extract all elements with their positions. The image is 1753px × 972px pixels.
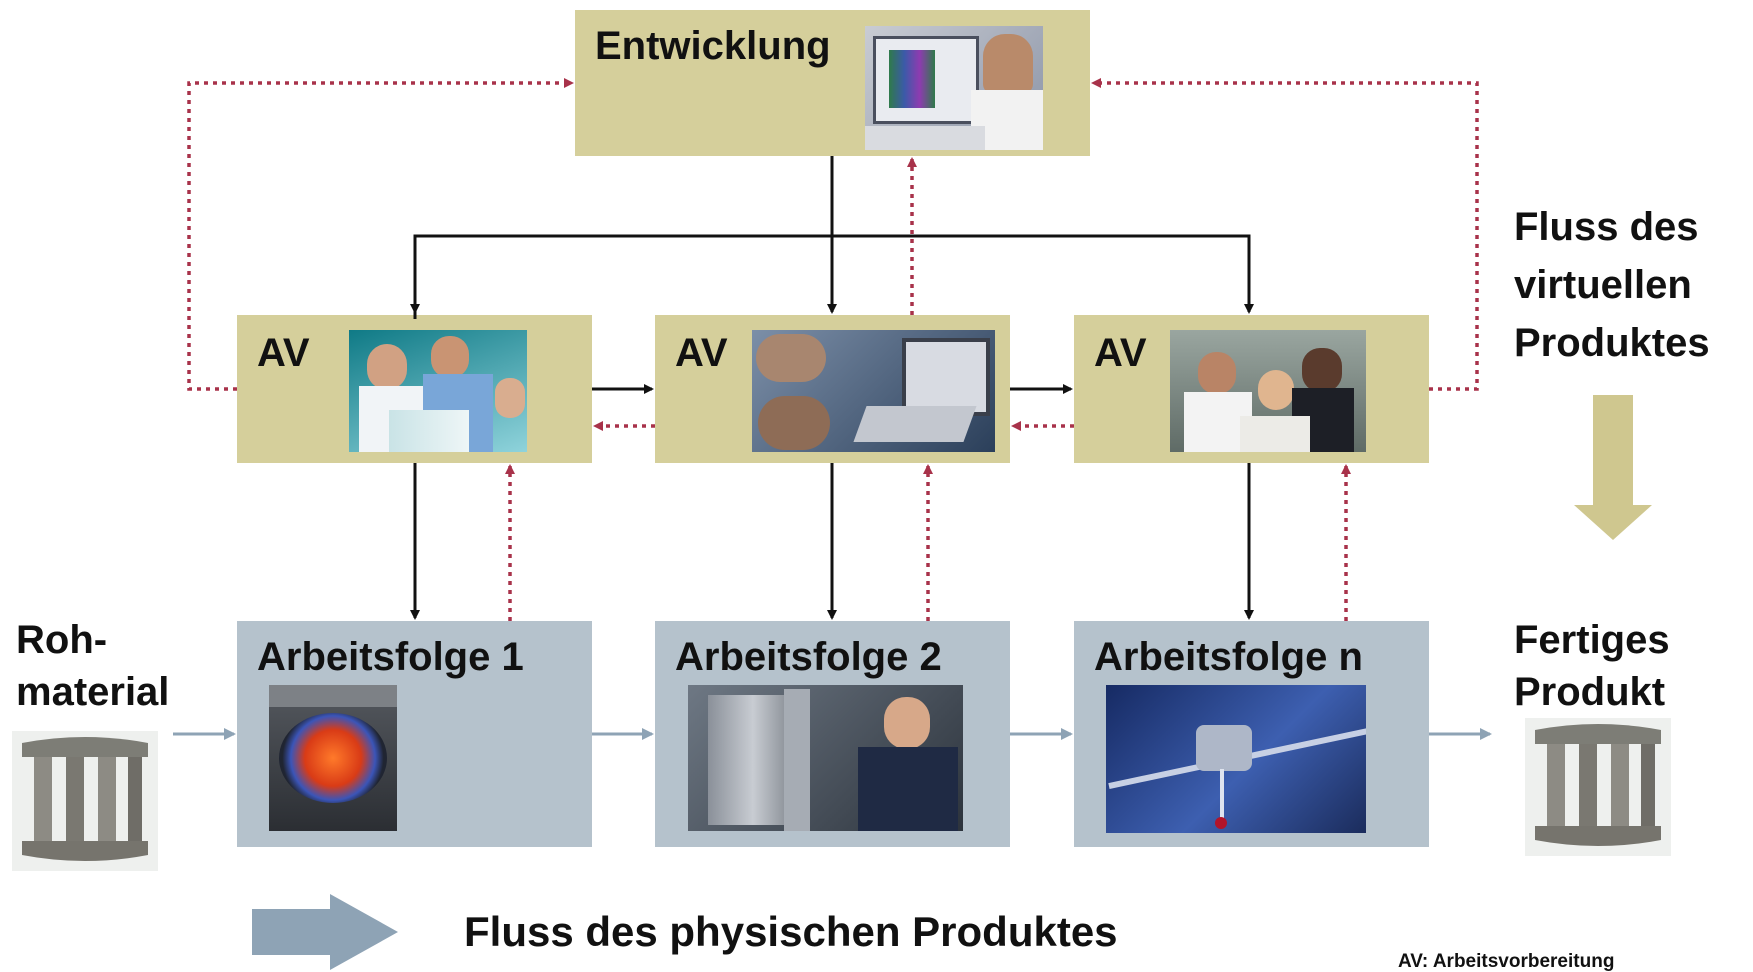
operation-box-3: Arbeitsfolge n <box>1074 621 1429 847</box>
planning-photo-1 <box>349 330 527 452</box>
development-label: Entwicklung <box>595 24 831 68</box>
operation-photo-1 <box>269 685 397 831</box>
planning-photo-3 <box>1170 330 1366 452</box>
footnote: AV: Arbeitsvorbereitung <box>1398 951 1615 972</box>
operation-box-1: Arbeitsfolge 1 <box>237 621 592 847</box>
planning-label-2: AV <box>675 331 728 375</box>
operation-photo-3 <box>1106 685 1366 833</box>
development-photo <box>865 26 1043 150</box>
finished-product-label: Fertiges Produkt <box>1514 618 1670 714</box>
operation-label-2: Arbeitsfolge 2 <box>675 635 942 679</box>
finished-product-part-image <box>1525 718 1671 856</box>
planning-to-operation-arrows <box>410 463 1254 620</box>
raw-material-part-image <box>12 731 158 871</box>
planning-box-1: AV <box>237 315 592 463</box>
planning-box-2: AV <box>655 315 1010 463</box>
operation-box-2: Arbeitsfolge 2 <box>655 621 1010 847</box>
feedback-arrows <box>187 78 1479 621</box>
raw-material-label: Roh- material <box>16 618 170 714</box>
virtual-flow-arrow <box>1574 395 1652 540</box>
development-to-planning-arrows <box>410 156 1254 319</box>
planning-label-1: AV <box>257 331 310 375</box>
physical-flow-arrow <box>252 894 398 970</box>
planning-label-3: AV <box>1094 331 1147 375</box>
planning-box-3: AV <box>1074 315 1429 463</box>
operation-photo-2 <box>688 685 963 831</box>
development-box: Entwicklung <box>575 10 1090 156</box>
operation-label-1: Arbeitsfolge 1 <box>257 635 524 679</box>
virtual-flow-label: Fluss des virtuellen Produktes <box>1514 205 1710 365</box>
physical-flow-label: Fluss des physischen Produktes <box>464 908 1118 955</box>
operation-label-3: Arbeitsfolge n <box>1094 635 1363 679</box>
planning-photo-2 <box>752 330 995 452</box>
